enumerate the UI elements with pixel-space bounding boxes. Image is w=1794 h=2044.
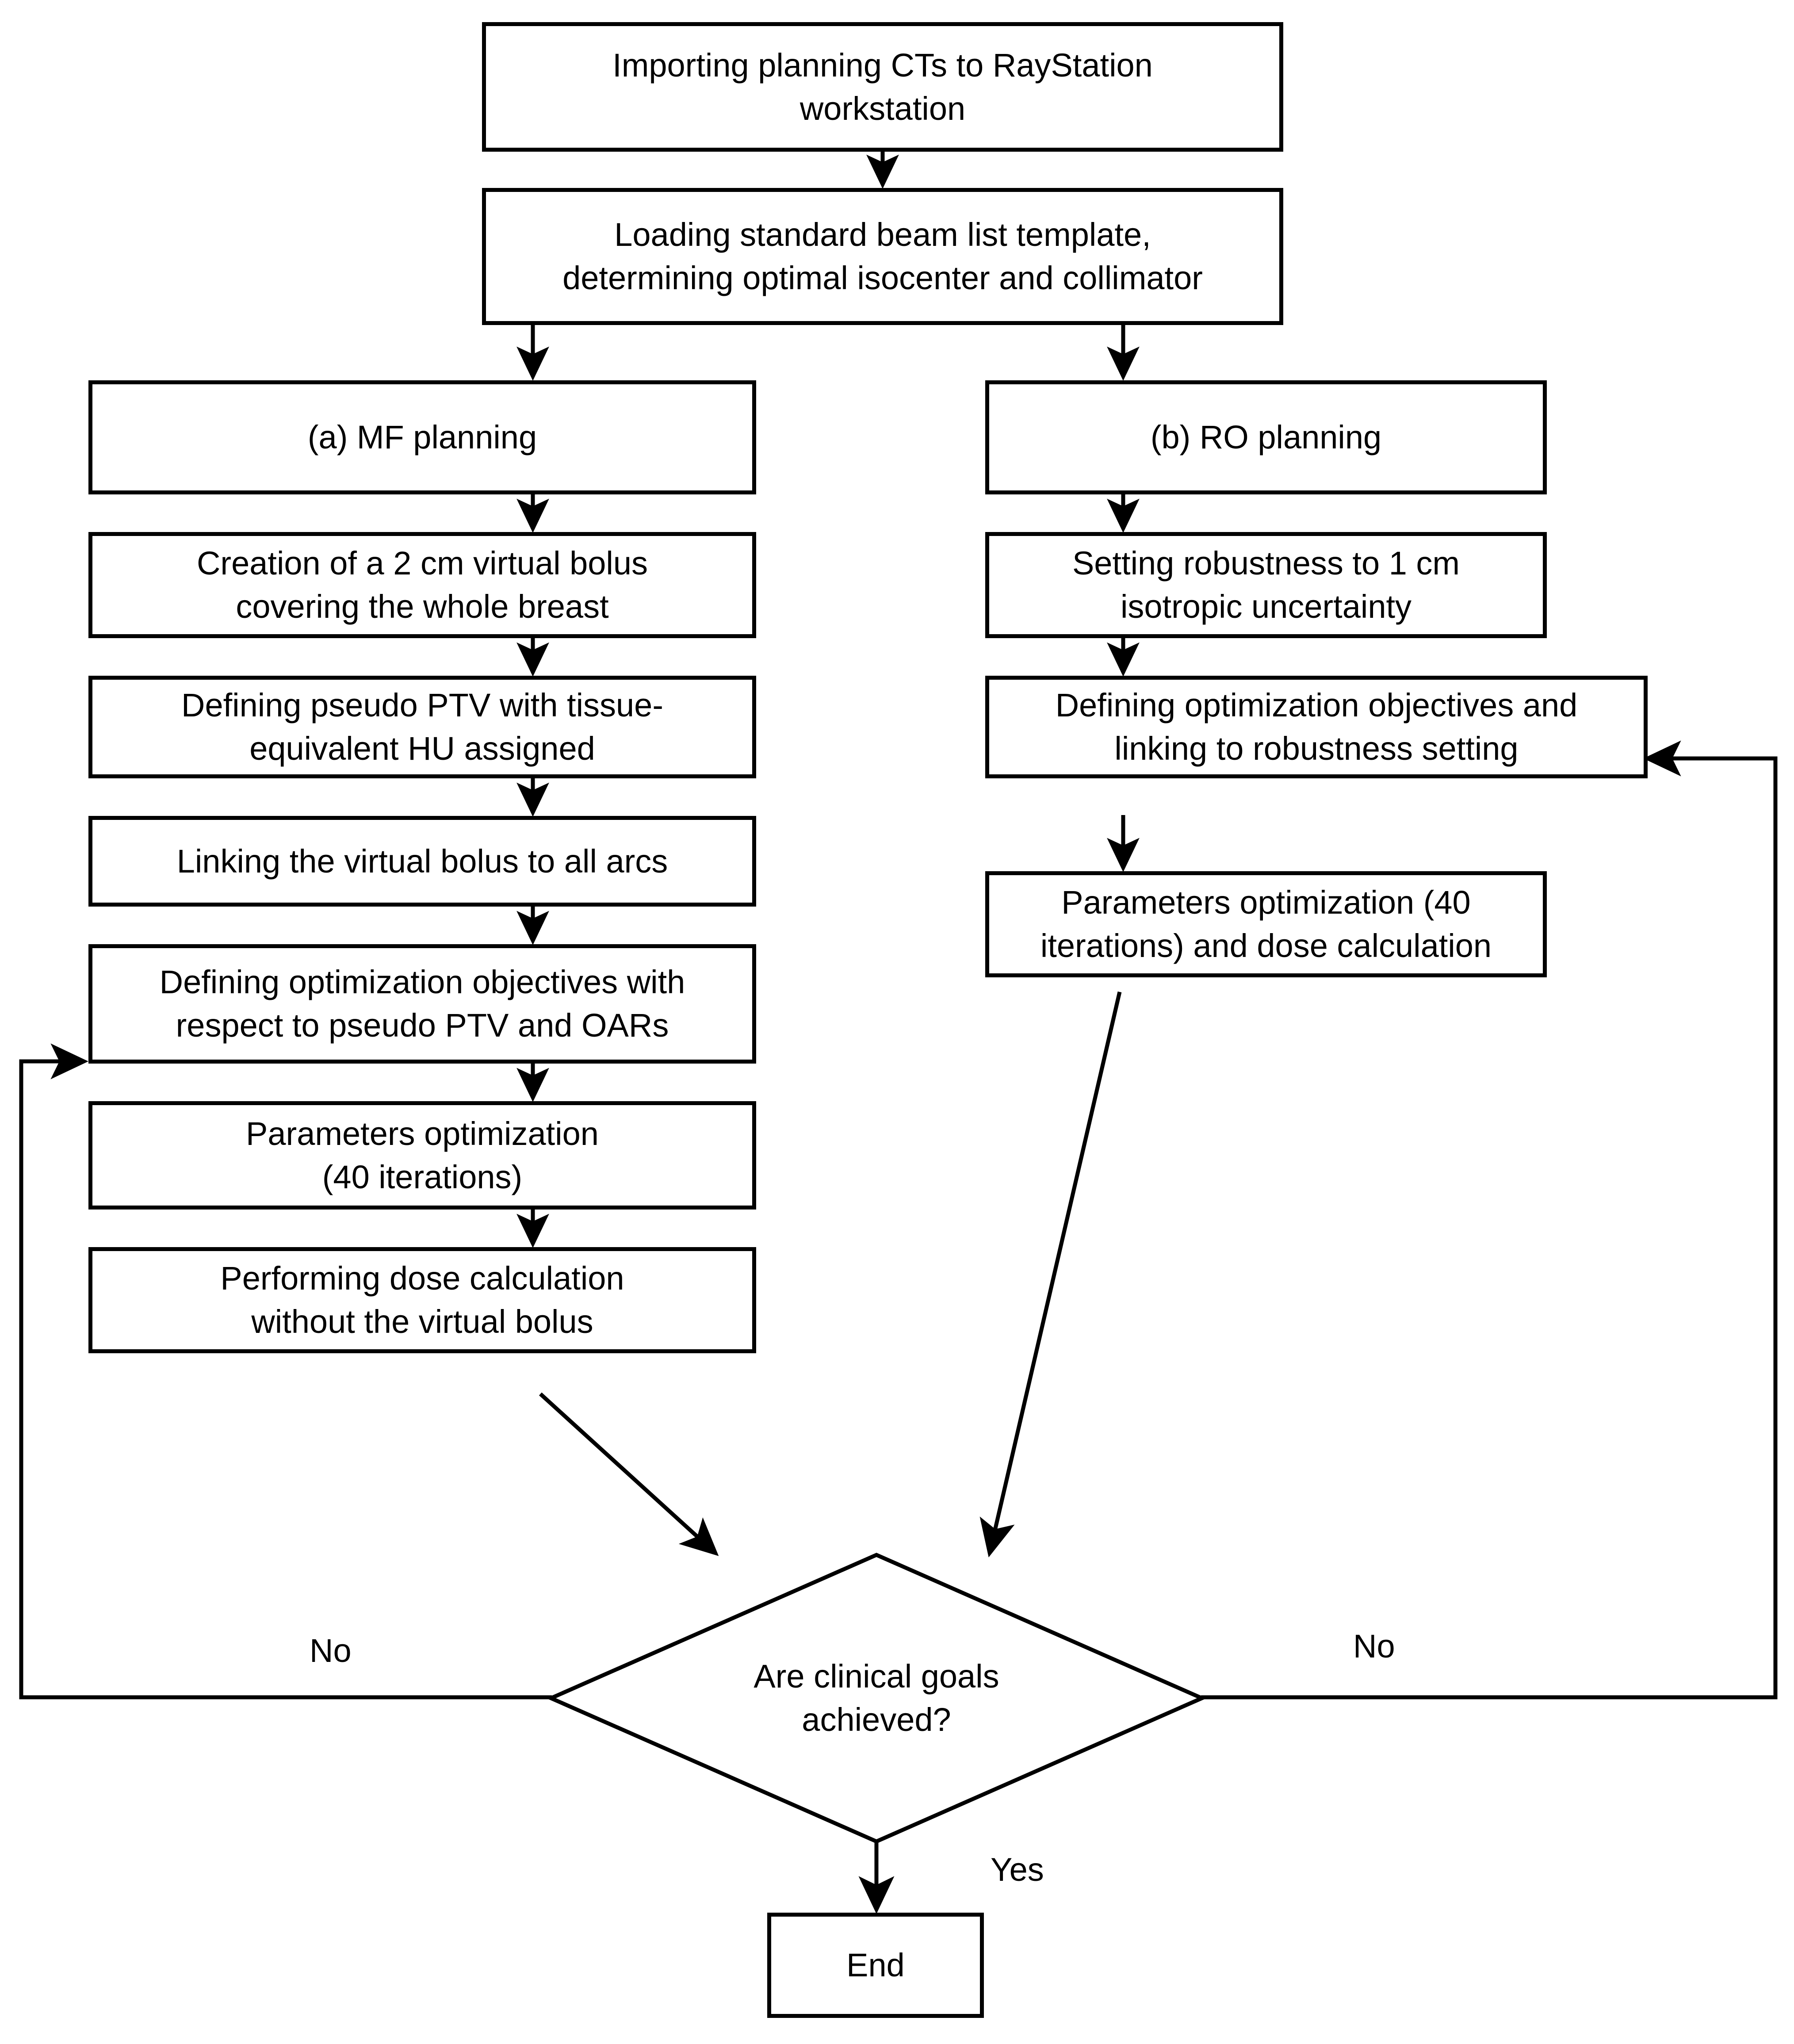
node-clinical-goals-decision[interactable]: Are clinical goals achieved? [546,1552,1207,1844]
edge-label-no-right: No [1353,1628,1395,1665]
node-mf-planning-header[interactable]: (a) MF planning [88,380,756,494]
node-ro-parameters-optimization-label: Parameters optimization (40 iterations) … [1040,884,1492,964]
node-loading-beam-template-label: Loading standard beam list template, det… [562,216,1203,296]
node-loading-beam-template[interactable]: Loading standard beam list template, det… [482,188,1283,325]
node-end[interactable]: End [767,1913,984,2018]
node-end-label: End [846,1947,905,1984]
node-ro-robustness-setting[interactable]: Setting robustness to 1 cm isotropic unc… [985,532,1547,638]
node-mf-dose-calculation-label: Performing dose calculation without the … [220,1260,624,1340]
node-mf-parameters-optimization[interactable]: Parameters optimization (40 iterations) [88,1101,756,1210]
node-ro-planning-header-label: (b) RO planning [1150,419,1382,456]
node-mf-pseudo-ptv-label: Defining pseudo PTV with tissue- equival… [181,687,663,767]
node-mf-link-bolus-arcs[interactable]: Linking the virtual bolus to all arcs [88,816,756,907]
node-ro-planning-header[interactable]: (b) RO planning [985,380,1547,494]
node-mf-parameters-optimization-label: Parameters optimization (40 iterations) [246,1115,599,1195]
node-mf-virtual-bolus[interactable]: Creation of a 2 cm virtual bolus coverin… [88,532,756,638]
node-ro-parameters-optimization[interactable]: Parameters optimization (40 iterations) … [985,871,1547,977]
node-mf-objectives[interactable]: Defining optimization objectives with re… [88,944,756,1064]
edge-label-yes: Yes [991,1851,1044,1888]
node-ro-objectives[interactable]: Defining optimization objectives and lin… [985,676,1648,778]
node-mf-dose-calculation[interactable]: Performing dose calculation without the … [88,1247,756,1353]
node-mf-virtual-bolus-label: Creation of a 2 cm virtual bolus coverin… [196,545,648,625]
node-ro-robustness-setting-label: Setting robustness to 1 cm isotropic unc… [1072,545,1460,625]
node-import-cts-label: Importing planning CTs to RayStation wor… [612,46,1153,127]
node-mf-objectives-label: Defining optimization objectives with re… [159,964,685,1044]
edge-label-no-left: No [310,1632,352,1669]
node-import-cts[interactable]: Importing planning CTs to RayStation wor… [482,22,1283,152]
node-ro-objectives-label: Defining optimization objectives and lin… [1055,687,1578,767]
node-mf-planning-header-label: (a) MF planning [307,419,537,456]
node-mf-link-bolus-arcs-label: Linking the virtual bolus to all arcs [176,842,668,880]
node-mf-pseudo-ptv[interactable]: Defining pseudo PTV with tissue- equival… [88,676,756,778]
